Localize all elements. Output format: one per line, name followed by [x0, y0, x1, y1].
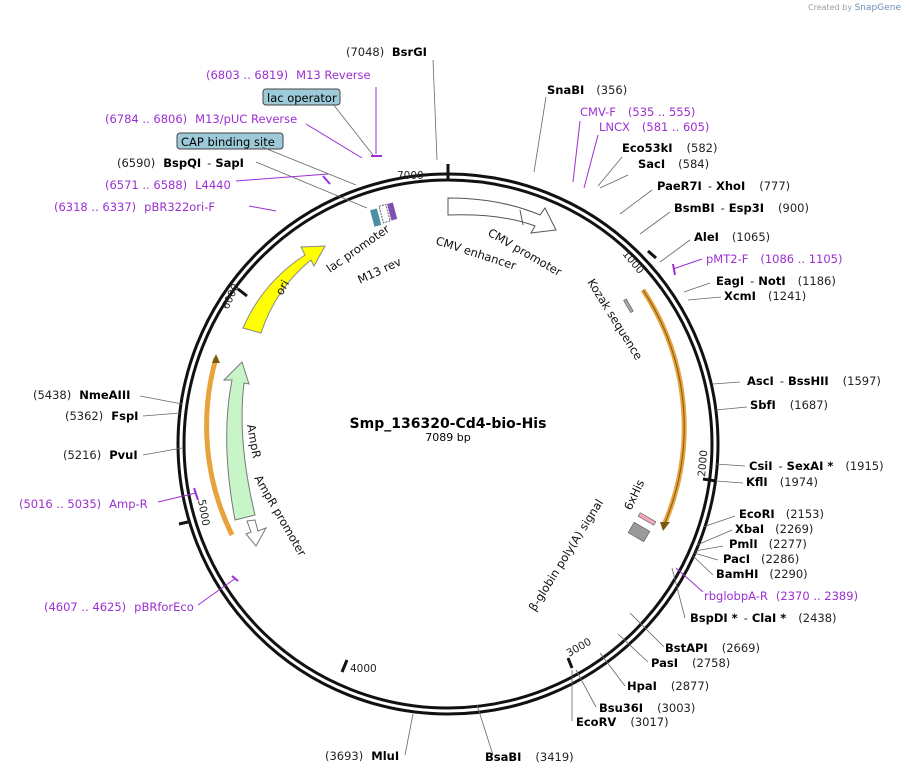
site-kfli: KflI(1974)	[746, 475, 818, 489]
site-ecorv: EcoRV(3017)	[576, 715, 669, 729]
ampr-arrow	[222, 361, 256, 521]
site-eagi-noti: EagI-NotI(1186)	[716, 274, 836, 288]
primer-cmv-f: CMV-F(535 .. 555)	[580, 105, 695, 119]
site-sbfi: SbfI(1687)	[750, 398, 828, 412]
site-bspqi-sapi: (6590)BspQI-SapI	[117, 156, 244, 170]
kozak-mark	[623, 298, 634, 313]
tick-marks	[178, 164, 717, 673]
site-pasi: PasI(2758)	[651, 656, 730, 670]
site-xcmi: XcmI(1241)	[724, 289, 806, 303]
cap-site-box	[176, 132, 284, 150]
tick-label-5000: 5000	[195, 498, 211, 526]
lac-operator-box	[262, 88, 341, 106]
site-bamhi: BamHI(2290)	[716, 567, 808, 581]
primer-pbr322ori-f: (6318 .. 6337)pBR322ori-F	[54, 200, 215, 214]
ampr-promoter-arrow	[245, 519, 268, 547]
site-csii-sexai: CsiI-SexAI *(1915)	[749, 459, 884, 473]
feature-orf-arc	[640, 288, 687, 526]
site-bsabi: BsaBI(3419)	[485, 750, 574, 764]
primer-leaders	[157, 87, 704, 606]
cmv-enhancer-divider	[519, 209, 524, 226]
ampr-arc-head	[212, 354, 220, 363]
site-eco53ki: Eco53kI(582)	[622, 141, 717, 155]
site-alei: AleI(1065)	[694, 230, 770, 244]
site-hpai: HpaI(2877)	[627, 679, 709, 693]
lac-region	[370, 202, 398, 227]
snapgene-watermark: Created by SnapGene	[808, 3, 901, 13]
primer-lncx: LNCX(581 .. 605)	[599, 120, 709, 134]
site-bspdi-clai: BspDI *-ClaI *(2438)	[690, 611, 837, 625]
site-asci-bsshii: AscI-BssHII(1597)	[747, 374, 881, 388]
site-bstapi: BstAPI(2669)	[665, 641, 760, 655]
feature-orf-arc-inner	[642, 289, 685, 526]
site-fspi: (5362)FspI	[65, 409, 138, 423]
site-saci: SacI(584)	[638, 157, 709, 171]
plasmid-name: Smp_136320-Cd4-bio-His	[350, 416, 547, 432]
site-mlui: (3693)MluI	[325, 749, 399, 763]
primer-pbrforeco: (4607 .. 4625)pBRforEco	[44, 600, 194, 614]
primer-m13-puc-reverse: (6784 .. 6806)M13/pUC Reverse	[105, 112, 297, 126]
feature-label-ori: ori	[272, 278, 292, 298]
site-nmeaiii: (5438)NmeAIII	[33, 388, 130, 402]
primer-rbglobpa-r: rbglobpA-R(2370 .. 2389)	[704, 589, 858, 603]
site-ecori: EcoRI(2153)	[739, 507, 824, 521]
feature-label-ampr-promoter: AmpR promoter	[251, 473, 309, 559]
orf-arrow-head	[660, 522, 670, 531]
primer-l4440: (6571 .. 6588)L4440	[105, 178, 231, 192]
snapgene-brand: SnapGene	[854, 3, 901, 13]
site-snabi: SnaBI(356)	[547, 83, 627, 97]
feature-label-kozak: Kozak sequence	[584, 276, 645, 362]
primer-amp-r: (5016 .. 5035)Amp-R	[19, 497, 148, 511]
feature-label-6xhis: 6xHis	[621, 477, 647, 512]
feature-ampr-arc	[204, 357, 235, 537]
tick-label-4000: 4000	[350, 663, 377, 675]
primer-pmt2-f: pMT2-F(1086 .. 1105)	[706, 252, 842, 266]
primer-m13-reverse: (6803 .. 6819)M13 Reverse	[206, 68, 371, 82]
leader-lines	[139, 59, 748, 756]
cap-site-label: CAP binding site	[181, 135, 275, 149]
site-paci: PacI(2286)	[723, 552, 799, 566]
site-bsrgi: (7048) BsrGI	[346, 45, 427, 59]
tick-label-1000: 1000	[620, 248, 646, 276]
tick-label-2000: 2000	[696, 450, 710, 478]
his-mark	[637, 512, 657, 526]
site-pvui: (5216)PvuI	[63, 448, 138, 462]
lac-operator-label: lac operator	[267, 91, 337, 105]
site-xbai: XbaI(2269)	[735, 522, 813, 536]
site-bsmbi-esp3i: BsmBI-Esp3I(900)	[674, 201, 809, 215]
feature-label-ampr: AmpR	[244, 423, 264, 459]
plasmid-length: 7089 bp	[425, 431, 470, 444]
feature-label-polya: β-globin poly(A) signal	[526, 497, 606, 614]
site-pmli: PmlI(2277)	[729, 537, 807, 551]
polya-mark	[627, 521, 651, 543]
tick-label-7000: 7000	[397, 170, 424, 182]
feature-label-m13-rev: M13 rev	[355, 254, 403, 286]
cmv-enhancer-arrow	[447, 197, 557, 234]
ori-arrow	[242, 245, 326, 334]
site-bsu36i: Bsu36I(3003)	[599, 701, 695, 715]
tick-label-3000: 3000	[565, 636, 594, 660]
site-paer7i-xhoi: PaeR7I-XhoI(777)	[657, 179, 790, 193]
